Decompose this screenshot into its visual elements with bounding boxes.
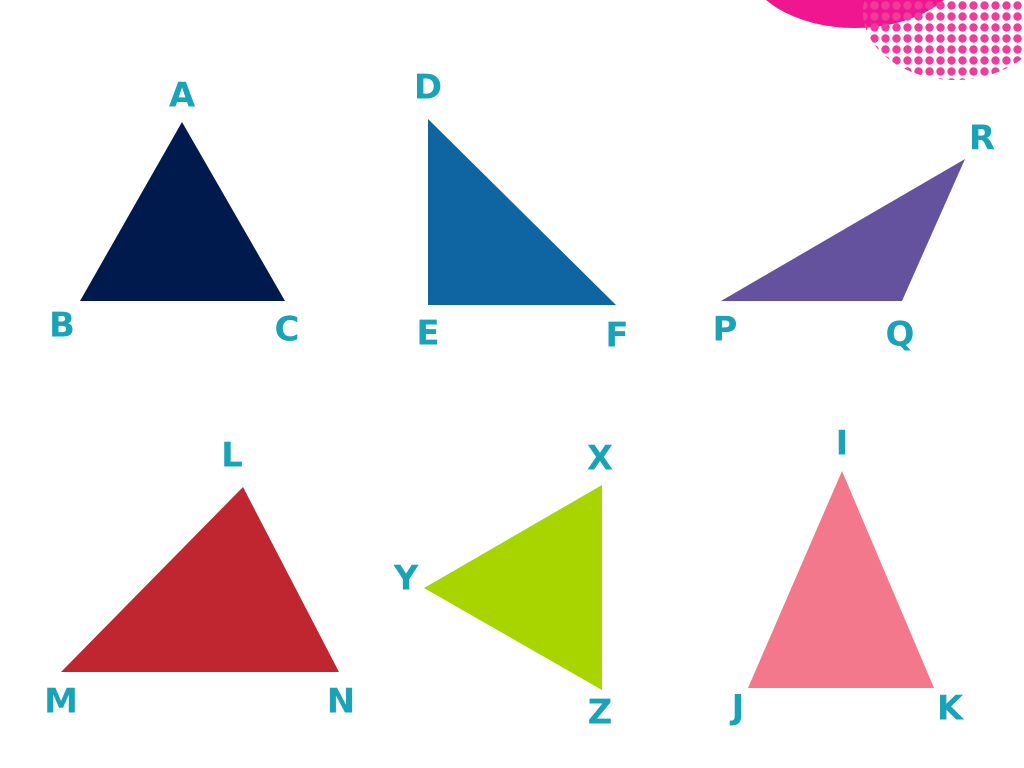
triangle-def: D E F [414, 68, 629, 356]
triangle-xyz-shape [424, 485, 602, 690]
vertex-label-b: B [49, 306, 75, 346]
vertex-label-p: P [713, 310, 738, 350]
vertex-label-l: L [221, 436, 243, 476]
vertex-label-n: N [327, 682, 355, 722]
triangle-lmn: L M N [44, 436, 355, 722]
triangle-ijk-shape [748, 471, 934, 688]
vertex-label-e: E [416, 314, 439, 354]
vertex-label-x: X [587, 439, 613, 479]
vertex-label-f: F [605, 316, 628, 356]
dotted-circle-shape [863, 0, 1024, 80]
triangle-def-shape [428, 119, 616, 305]
triangle-abc: A B C [49, 76, 299, 350]
vertex-label-k: K [937, 689, 965, 729]
vertex-label-m: M [44, 682, 78, 722]
vertex-label-r: R [969, 119, 995, 159]
triangle-abc-shape [80, 122, 285, 301]
vertex-label-y: Y [393, 559, 419, 599]
vertex-label-d: D [414, 68, 442, 108]
triangle-pqr: P Q R [713, 119, 996, 355]
triangle-ijk: I J K [730, 424, 965, 729]
vertex-label-z: Z [588, 693, 613, 733]
vertex-label-c: C [275, 310, 300, 350]
vertex-label-j: J [730, 688, 745, 728]
vertex-label-i: I [836, 424, 849, 464]
vertex-label-a: A [169, 76, 196, 116]
triangle-xyz: X Y Z [393, 439, 613, 733]
triangle-lmn-shape [61, 487, 339, 672]
vertex-label-q: Q [886, 315, 915, 355]
triangle-pqr-shape [721, 159, 965, 301]
